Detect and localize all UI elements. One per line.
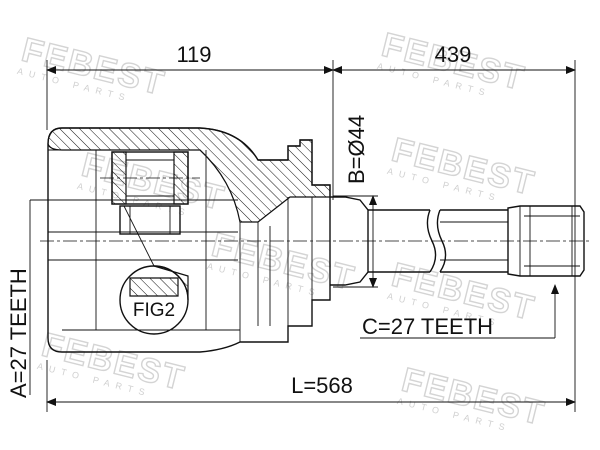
- dimension-label-diameter: B=Ø44: [344, 115, 369, 184]
- dimension-teeth-c: C=27 TEETH: [360, 284, 559, 339]
- dimension-teeth-a: A=27 TEETH: [6, 199, 55, 398]
- dimension-label-teeth-c: C=27 TEETH: [362, 314, 493, 339]
- dimension-total-length: L=568: [46, 373, 576, 406]
- joint-housing: FIG2: [47, 127, 331, 353]
- shaft: [330, 196, 585, 286]
- dimension-439: 439: [332, 42, 576, 74]
- dimension-label-teeth-a: A=27 TEETH: [6, 268, 31, 398]
- dimension-119: 119: [46, 42, 334, 74]
- dimension-label-119: 119: [176, 42, 211, 67]
- dimension-label-total-length: L=568: [291, 373, 353, 398]
- dimension-label-439: 439: [435, 42, 472, 67]
- fig2-label: FIG2: [133, 300, 175, 321]
